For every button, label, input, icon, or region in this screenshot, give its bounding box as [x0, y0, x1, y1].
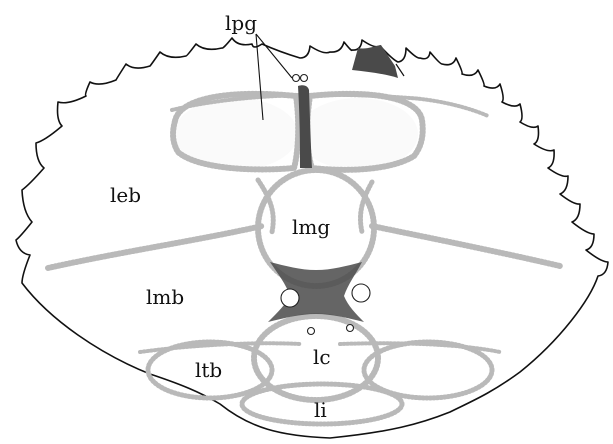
anterior-spine-stroke [396, 64, 404, 76]
frontal-pore-left [293, 75, 300, 82]
label-leb: leb [110, 183, 141, 207]
label-li: li [314, 398, 327, 422]
label-ltb: ltb [195, 358, 222, 382]
label-lmb: lmb [146, 285, 184, 309]
frontal-pore-right [301, 75, 308, 82]
dark-anterior-spine [352, 45, 398, 78]
left-large-pore [281, 289, 299, 307]
label-lmg: lmg [292, 215, 330, 239]
left-small-pore [308, 328, 315, 335]
label-lc: lc [313, 345, 331, 369]
right-large-pore [352, 284, 370, 302]
right-small-pore [347, 325, 354, 332]
label-lpg: lpg [225, 11, 257, 35]
